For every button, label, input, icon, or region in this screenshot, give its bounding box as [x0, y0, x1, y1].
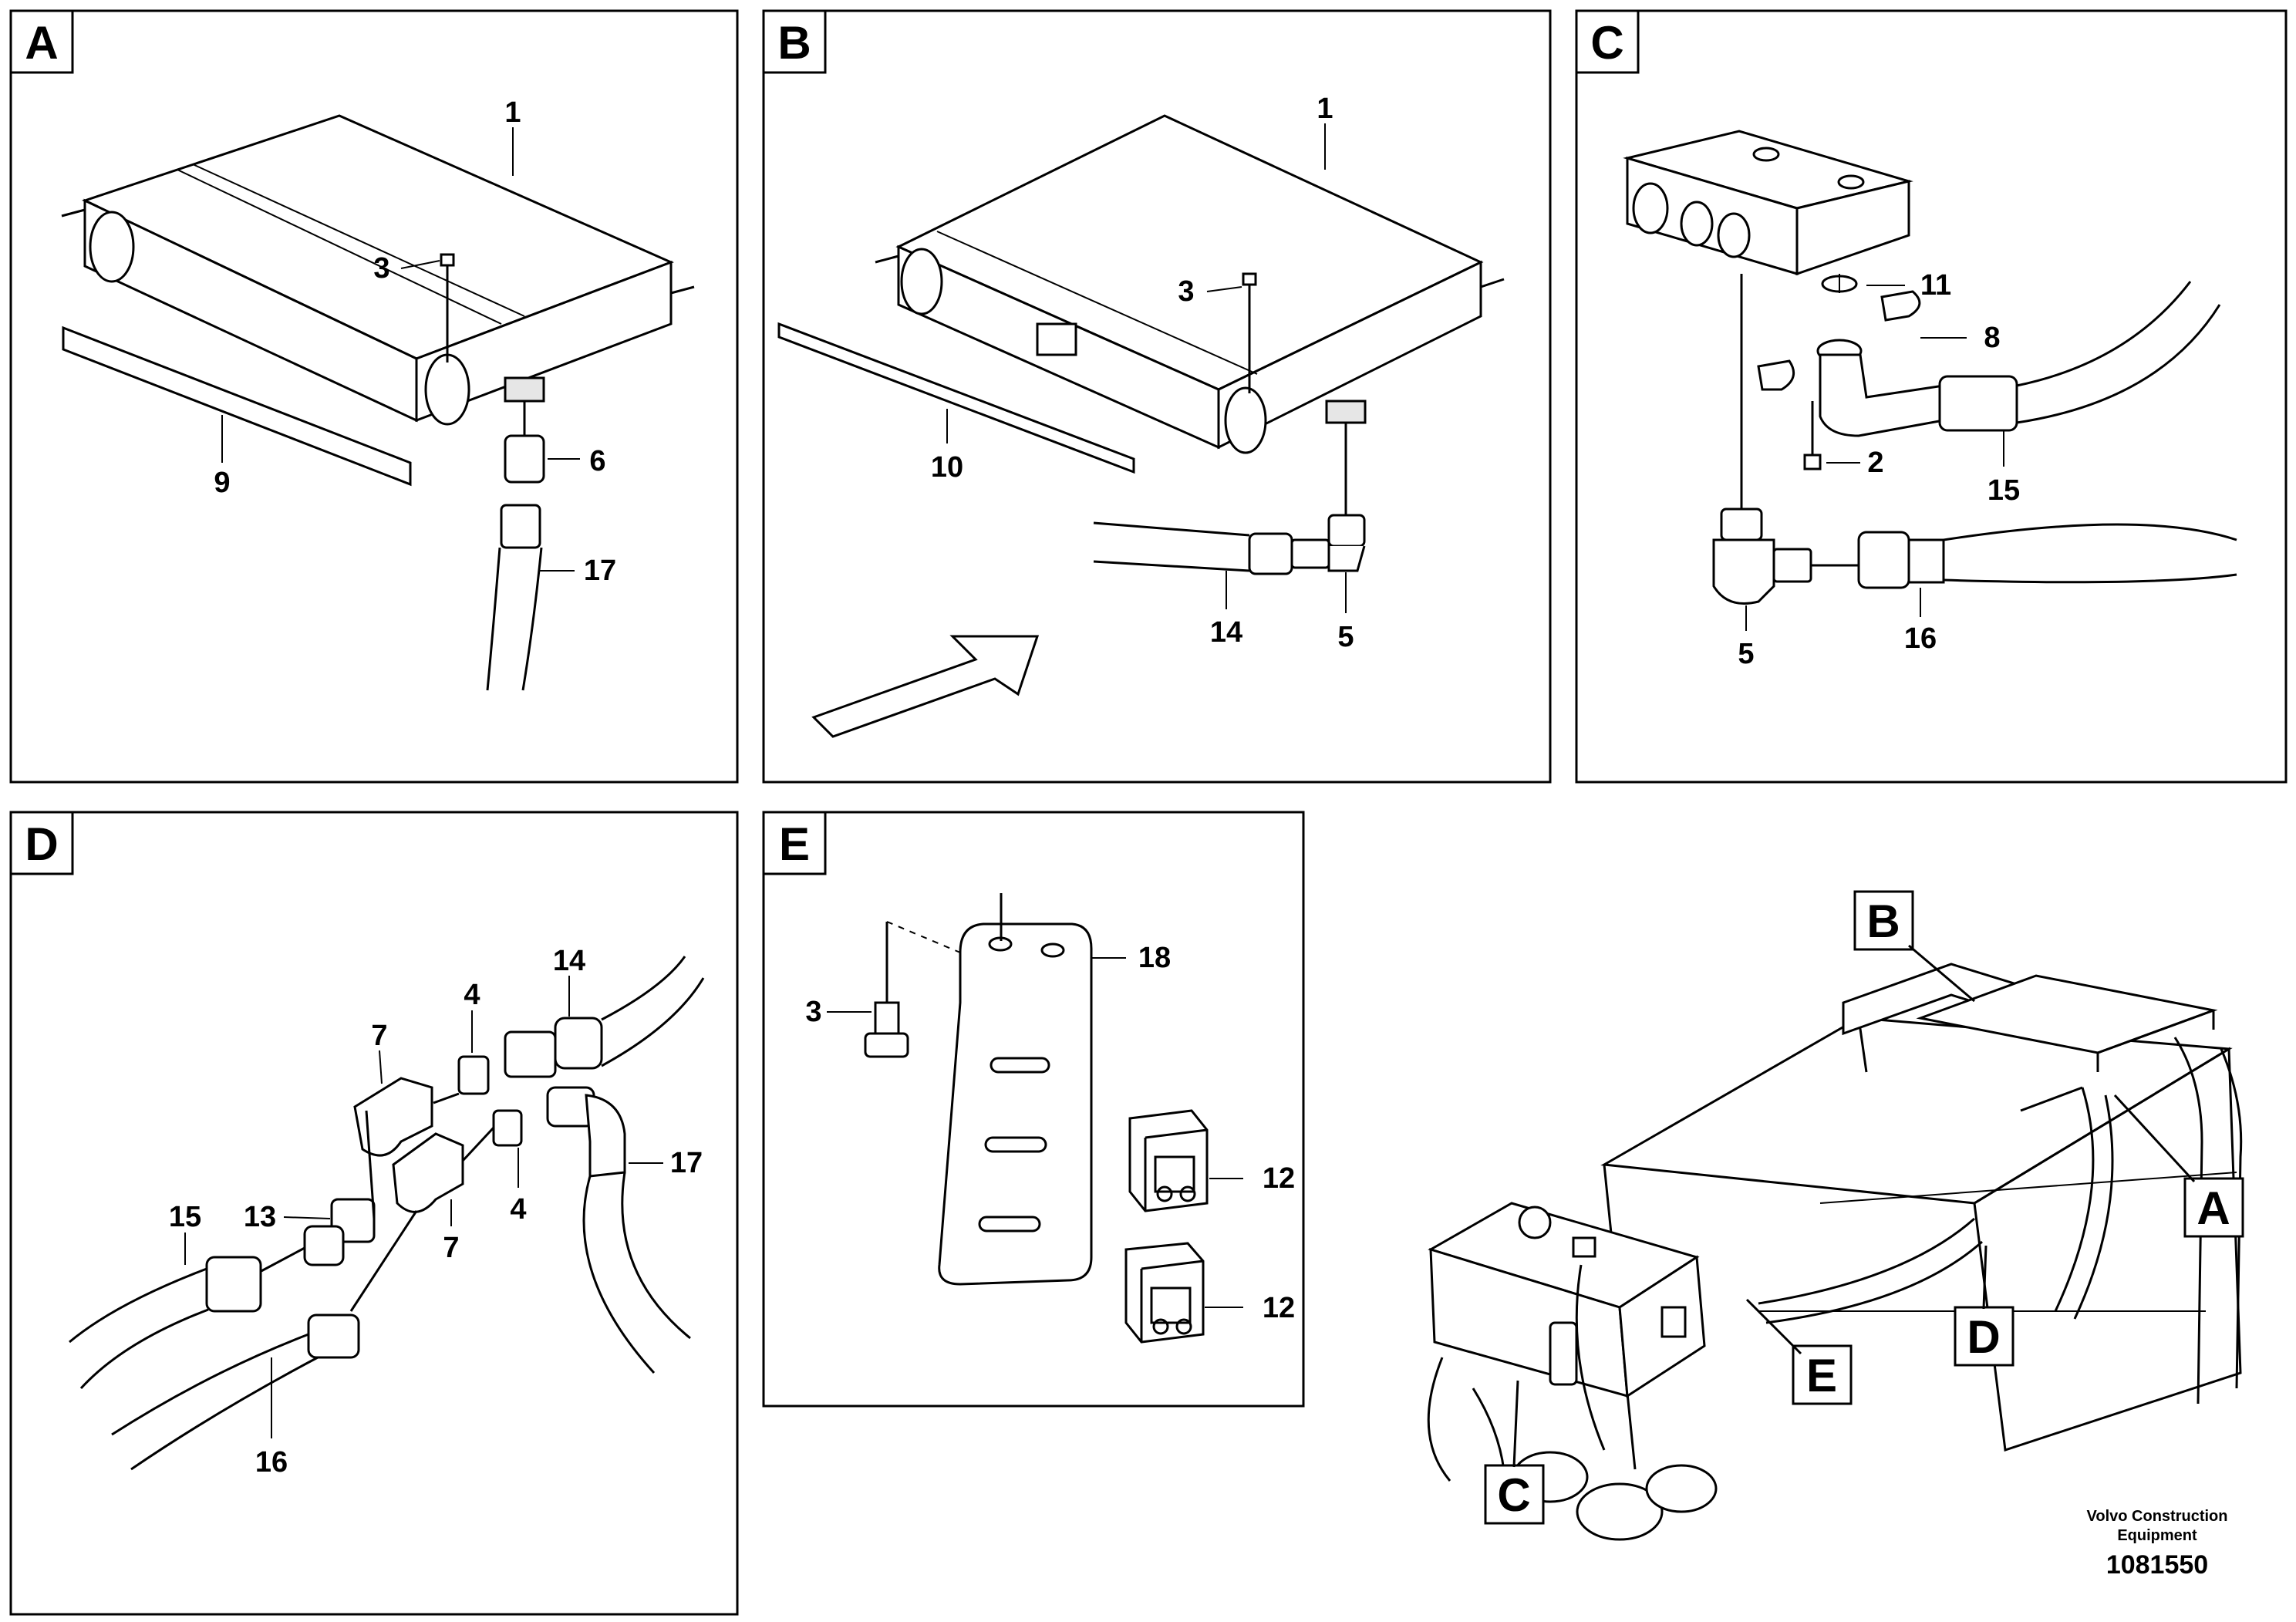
- screw: [1803, 401, 1822, 470]
- panel-b-letter: B: [777, 17, 811, 69]
- label-d-4-upper: 4: [464, 979, 480, 1011]
- rubber-strip: [777, 322, 1135, 474]
- label-c-2: 2: [1867, 447, 1883, 479]
- panel-e-letter: E: [779, 818, 810, 870]
- callout-a-letter: A: [2197, 1182, 2230, 1234]
- callout-a: A: [2113, 1094, 2244, 1238]
- adapter-fitting: [504, 401, 545, 484]
- label-d-16: 16: [255, 1446, 288, 1479]
- screw: [440, 253, 455, 363]
- bolt: [864, 921, 961, 1058]
- hose-17: [546, 1086, 691, 1374]
- hose-and-elbow: [1093, 423, 1366, 575]
- direction-arrow: [811, 635, 1040, 738]
- label-c-15: 15: [1988, 474, 2020, 507]
- callout-e-letter: E: [1806, 1350, 1837, 1401]
- oil-cooler-unit: [875, 114, 1505, 454]
- panel-d-letter: D: [25, 818, 58, 870]
- company-name-line1: Volvo Construction: [2087, 1508, 2228, 1525]
- elbow-45-lower: [392, 1126, 495, 1213]
- chassis-frame: [1600, 963, 2243, 1470]
- valve-block: [1623, 130, 1913, 276]
- footer-block: Volvo Construction Equipment 1081550: [2087, 1508, 2228, 1580]
- label-d-4-lower: 4: [510, 1193, 526, 1226]
- label-b-10: 10: [931, 451, 963, 484]
- label-b-3: 3: [1178, 275, 1194, 308]
- label-b-1: 1: [1317, 93, 1333, 125]
- label-e-12-upper: 12: [1263, 1162, 1295, 1195]
- callout-d: D: [1954, 1245, 2014, 1367]
- panel-a: A 1: [9, 9, 739, 784]
- hydraulic-tank: [1428, 1202, 1706, 1398]
- label-a-6: 6: [589, 445, 605, 477]
- bracket: [938, 893, 1093, 1286]
- label-d-13: 13: [244, 1201, 276, 1233]
- company-name-line2: Equipment: [2117, 1527, 2197, 1544]
- label-e-12-lower: 12: [1263, 1292, 1295, 1324]
- label-a-17: 17: [584, 555, 616, 587]
- hose-15: [1938, 281, 2221, 432]
- label-b-5: 5: [1337, 621, 1354, 653]
- hose-15: [69, 1246, 305, 1390]
- callout-b: B: [1853, 890, 1975, 1003]
- label-d-7-lower: 7: [443, 1232, 459, 1264]
- panel-c: C: [1575, 9, 2288, 784]
- elbow-45-upper: [353, 1077, 460, 1157]
- screw: [1242, 272, 1257, 393]
- panel-d: D: [9, 811, 739, 1616]
- callout-c: C: [1484, 1380, 1545, 1525]
- elbow-5: [1712, 508, 1812, 605]
- hose-16: [111, 1210, 418, 1471]
- panel-e: E: [762, 811, 1305, 1408]
- label-d-7-upper: 7: [371, 1020, 387, 1052]
- label-a-9: 9: [214, 467, 230, 499]
- label-e-18: 18: [1138, 942, 1171, 974]
- label-c-5: 5: [1738, 638, 1754, 670]
- label-c-11: 11: [1920, 269, 1951, 302]
- label-c-16: 16: [1904, 622, 1937, 655]
- callout-e: E: [1745, 1298, 1853, 1405]
- panel-a-letter: A: [25, 17, 58, 69]
- label-c-8: 8: [1984, 322, 2000, 354]
- label-e-3: 3: [805, 996, 821, 1028]
- o-ring: [1821, 274, 1858, 293]
- clip-upper: [1128, 1109, 1209, 1212]
- fitting-13: [303, 1110, 376, 1266]
- clip-lower: [1124, 1242, 1205, 1344]
- callout-d-letter: D: [1967, 1311, 2000, 1363]
- label-a-3: 3: [373, 252, 389, 285]
- nuts: [457, 1055, 523, 1147]
- clamp: [1757, 290, 1921, 391]
- hose: [486, 504, 543, 691]
- hose-routing: [1575, 1086, 2114, 1451]
- label-a-1: 1: [504, 96, 521, 129]
- machine-overview: B A D E C: [1427, 890, 2244, 1541]
- label-b-14: 14: [1210, 616, 1242, 649]
- label-d-14: 14: [553, 945, 585, 977]
- panel-c-letter: C: [1590, 17, 1623, 69]
- panel-b: B: [762, 9, 1552, 784]
- label-d-15: 15: [169, 1201, 201, 1233]
- callout-c-letter: C: [1497, 1469, 1530, 1521]
- hose-14: [504, 956, 705, 1078]
- label-d-17: 17: [670, 1147, 703, 1179]
- flange-elbow: [1816, 339, 1945, 437]
- callout-b-letter: B: [1866, 895, 1900, 947]
- drawing-number: 1081550: [2106, 1550, 2208, 1580]
- seal-strip: [62, 325, 412, 487]
- hose-16: [1811, 523, 2237, 589]
